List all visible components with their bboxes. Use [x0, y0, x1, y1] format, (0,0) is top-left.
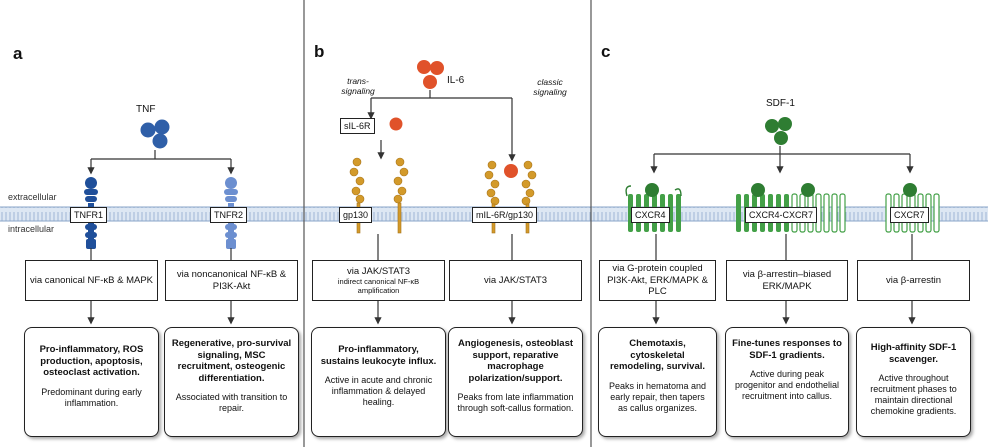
tnfr1-receptor [84, 177, 98, 249]
sil6r-bound-il6 [389, 117, 403, 131]
tnf-branch-arrows [87, 150, 235, 175]
intracellular-label: intracellular [8, 224, 55, 234]
trans-signaling-label: trans- signaling [341, 76, 375, 96]
sdf1-branch-arrows [650, 146, 914, 174]
pathway-box-trans-signaling: via JAK/STAT3 indirect canonical NF-κB a… [312, 260, 445, 301]
outcome-box-cxcr4-cxcr7: Fine-tunes responses to SDF-1 gradients.… [725, 327, 849, 437]
cxcr7-label: CXCR7 [890, 207, 929, 223]
pathway-box-cxcr4: via G-protein coupled PI3K-Akt, ERK/MAPK… [599, 260, 716, 301]
cxcr4-cxcr7-label: CXCR4-CXCR7 [745, 207, 818, 223]
panel-letter-a: a [13, 44, 23, 63]
panel-c-connectors [652, 234, 916, 325]
pathway-box-cxcr7: via β-arrestin [857, 260, 970, 301]
panel-letter-c: c [601, 42, 611, 61]
tnfr2-receptor [224, 177, 238, 249]
gp130-label: gp130 [339, 207, 373, 223]
tnfr1-label: TNFR1 [70, 207, 107, 223]
outcome-box-tnfr2: Regenerative, pro-survival signaling, MS… [164, 327, 299, 437]
classic-signaling-label: classic signaling [533, 77, 567, 97]
outcome-box-classic-signaling: Angiogenesis, osteoblast support, repara… [448, 327, 583, 437]
tnf-label: TNF [136, 104, 156, 115]
panel-b-connectors [374, 234, 516, 325]
pathway-box-classic-signaling: via JAK/STAT3 [449, 260, 582, 301]
sdf1-ligand [765, 117, 792, 145]
outcome-box-cxcr4: Chemotaxis, cytoskeletal remodeling, sur… [598, 327, 717, 437]
cxcr4-label: CXCR4 [631, 207, 670, 223]
mil6r-bound-il6 [504, 164, 518, 178]
panel-letter-b: b [314, 42, 325, 61]
tnf-ligand [140, 119, 170, 149]
outcome-box-tnfr1: Pro-inflammatory, ROS production, apopto… [24, 327, 159, 437]
mil6r-gp130-label: mIL-6R/gp130 [472, 207, 538, 223]
sdf1-label: SDF-1 [766, 98, 795, 109]
il6-label: IL-6 [447, 75, 465, 86]
pathway-box-cxcr4-cxcr7: via β-arrestin–biased ERK/MAPK [726, 260, 848, 301]
outcome-box-cxcr7: High-affinity SDF-1 scavenger. Active th… [856, 327, 971, 437]
outcome-box-trans-signaling: Pro-inflammatory, sustains leukocyte inf… [311, 327, 446, 437]
pathway-box-tnfr2: via noncanonical NF-κB & PI3K-Akt [165, 260, 298, 301]
il6-branch-arrows [367, 90, 516, 162]
pathway-box-tnfr1: via canonical NF-κB & MAPK [25, 260, 158, 301]
tnfr2-label: TNFR2 [210, 207, 247, 223]
extracellular-label: extracellular [8, 192, 57, 202]
sil6r-label: sIL-6R [340, 118, 375, 134]
panel-a-connectors [87, 248, 235, 325]
il6-ligand [417, 60, 444, 89]
